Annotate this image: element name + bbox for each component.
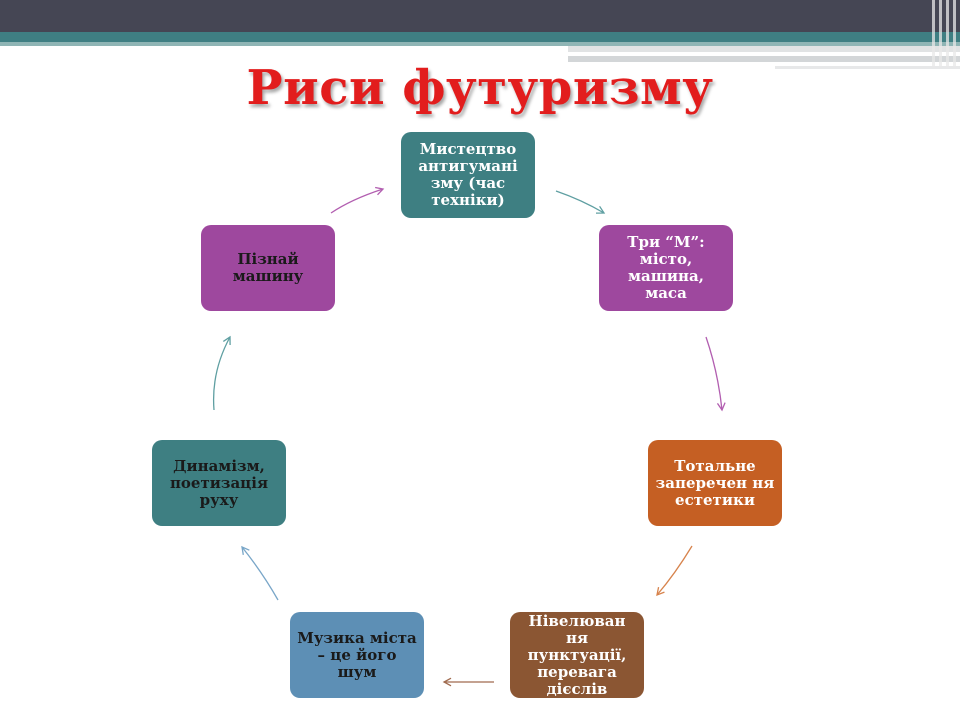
slide-teal-band-thin [0,42,960,46]
slide-title: Риси футуризму [246,60,714,116]
cycle-arrow [656,545,693,597]
slide-teal-band [0,32,960,42]
slide-top-bar [0,0,960,32]
cycle-arrow [555,190,606,214]
cycle-arrow [705,336,726,412]
decor-stripe [775,66,960,69]
cycle-arrow [212,335,231,411]
cycle-arrow [330,186,385,214]
decor-stripe [568,46,960,52]
cycle-node-three-m: Три “М”: місто, машина, маса [599,225,733,311]
cycle-node-city-music: Музика міста – це його шум [290,612,424,698]
cycle-node-dynamism: Динамізм, поетизація руху [152,440,286,526]
cycle-arrow [241,545,279,601]
cycle-node-art-antihumanism: Мистецтво антигумані зму (час техніки) [401,132,535,218]
cycle-arrow [442,677,494,687]
decor-stripe [568,56,960,62]
cycle-node-know-machine: Пізнай машину [201,225,335,311]
cycle-node-punctuation: Нівелюван ня пунктуації, перевага дієслі… [510,612,644,698]
decor-edge-lines [928,0,960,68]
cycle-node-aesthetics-denial: Тотальне заперечен ня естетики [648,440,782,526]
